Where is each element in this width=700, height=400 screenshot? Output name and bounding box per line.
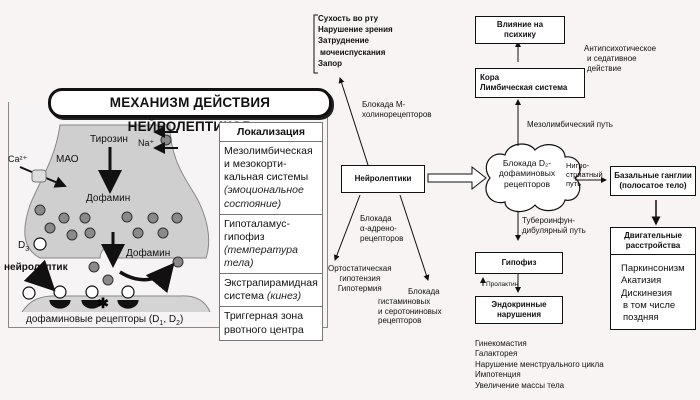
basal-ganglia-node: Базальные ганглии(полосатое тело) (610, 166, 696, 196)
reuptake-arrow (119, 262, 175, 294)
localization-row: Экстрапирамидная система (кинез) (220, 274, 322, 308)
neuroleptics-node: Нейролептики (341, 165, 425, 193)
localization-row: Мезолимбическая и мезокорти-кальная сист… (220, 142, 322, 215)
sodium-label: Na⁺ (138, 138, 155, 148)
localization-header: Локализация (220, 123, 322, 142)
histamine-label: Блокада гистаминовых и серотониновых рец… (378, 287, 442, 326)
motor-disorders-list: Паркинсонизм Акатизия Дискинезия в том ч… (621, 263, 685, 324)
d2-blockade-label: Блокада D₂-дофаминовых рецепторов (498, 158, 556, 189)
localization-row: Триггерная зона рвотного центра (224, 310, 304, 336)
tuberoinfundibular-label: Тубероинфун- дибулярный путь (522, 216, 586, 235)
prolactin-label: Пролактин (486, 281, 519, 288)
dopamine-vesicles (34, 134, 184, 286)
dopamine-receptors (22, 237, 139, 309)
d3-label: D3 (18, 240, 30, 253)
receptors-label: дофаминовые рецепторы (D1, D2) (26, 314, 184, 327)
mao-label: МАО (56, 154, 79, 165)
neuroleptic-arrow (23, 259, 56, 292)
pituitary-node: Гипофиз (475, 252, 563, 274)
anticholinergic-label: Блокада М-холинорецепторов (362, 100, 432, 119)
localization-row: Гипоталамус-гипофиз (температура тела) (220, 215, 322, 275)
endocrine-effects: Гинекомастия Галакторея Нарушение менстр… (475, 339, 604, 390)
localization-table: Локализация Мезолимбическая и мезокорти-… (219, 122, 323, 341)
calcium-label: Ca²⁺ (8, 154, 28, 164)
dopamine-inside-label: Дофамин (86, 193, 131, 204)
nigrostriatal-label: Нигро- стриатный путь (566, 161, 603, 189)
alpha-effects: Ортостатическая гипотензия Гипотермия (328, 264, 392, 293)
motor-disorders-box: Двигательные расстройства Паркинсонизм А… (610, 227, 696, 330)
mesolimbic-path-label: Мезолимбический путь (527, 120, 613, 129)
mechanism-title: МЕХАНИЗМ ДЕЙСТВИЯ НЕЙРОЛЕПТИКОВ (48, 88, 332, 134)
postsynaptic-membrane (21, 295, 211, 313)
motor-disorders-header: Двигательные расстройства (611, 228, 695, 255)
antipsychotic-effect: Антипсихотическое и седативное действие (584, 44, 657, 73)
neuroleptic-label: нейролептик (4, 262, 68, 273)
anticholinergic-effects: Сухость во рту Нарушение зрения Затрудне… (318, 14, 393, 68)
d2-blockade-cloud (485, 143, 581, 213)
tyrosine-label: Тирозин (90, 134, 128, 145)
dopamine-released-label: Дофамин (126, 248, 171, 259)
alpha-label: Блокада α-адрено- рецепторов (360, 214, 404, 243)
svg-text:✱: ✱ (97, 295, 109, 311)
